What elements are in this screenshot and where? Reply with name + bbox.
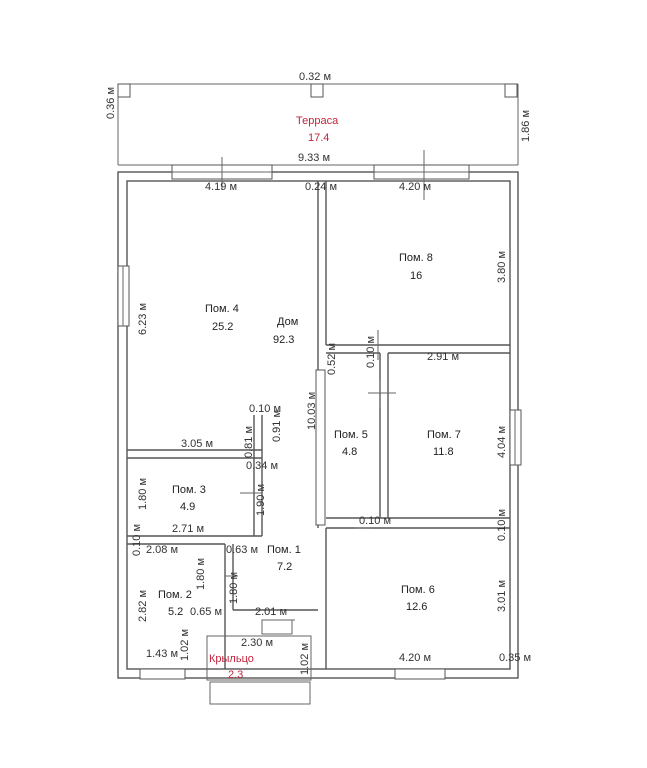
dim-d180a: 1.80 м <box>195 558 207 590</box>
room-area: 7.2 <box>277 561 292 573</box>
dim-room6-bottom: 4.20 м <box>399 652 431 664</box>
dim-room1-bottom: 2.01 м <box>255 606 287 618</box>
room-title: Пом. 8 <box>399 252 433 264</box>
dim-room6-right: 3.01 м <box>496 580 508 612</box>
dim-room7-right: 4.04 м <box>496 426 508 458</box>
porch <box>206 619 312 705</box>
terrace-area: 17.4 <box>308 132 329 144</box>
dim-d065: 0.65 м <box>190 606 222 618</box>
room-title: Пом. 6 <box>401 584 435 596</box>
dim-d010e: 0.10 м <box>496 509 508 541</box>
dim-d081: 0.81 м <box>243 426 255 458</box>
dim-room4-bottom: 3.05 м <box>181 438 213 450</box>
room-title: Пом. 5 <box>334 429 368 441</box>
porch-area: 2.3 <box>228 669 243 681</box>
dim-terrace-top: 0.32 м <box>299 71 331 83</box>
dim-porch-width: 2.30 м <box>241 637 273 649</box>
dim-porch-height: 1.02 м <box>299 643 311 675</box>
dim-room4-top: 4.19 м <box>205 181 237 193</box>
terrace-post <box>310 83 324 98</box>
terrace-title: Терраса <box>296 115 339 127</box>
room-area: 11.8 <box>433 446 454 458</box>
house-title: Дом <box>277 316 298 328</box>
room-title: Пом. 3 <box>172 484 206 496</box>
dim-room3-bottom: 2.71 м <box>172 523 204 535</box>
dim-room8-right: 3.80 м <box>496 251 508 283</box>
room-area: 12.6 <box>406 601 427 613</box>
dim-d180b: 1.80 м <box>228 572 240 604</box>
room-area: 16 <box>410 270 422 282</box>
dim-terrace-right: 1.86 м <box>520 110 532 142</box>
dim-d010c: 0.10 м <box>131 524 143 556</box>
porch-title: Крыльцо <box>209 653 254 665</box>
room-title: Пом. 4 <box>205 303 239 315</box>
dim-house-depth: 10.03 м <box>306 392 318 430</box>
house-area: 92.3 <box>273 334 294 346</box>
dim-room3-right: 1.90 м <box>255 484 267 516</box>
room-area: 4.9 <box>180 501 195 513</box>
terrace-post <box>504 83 518 98</box>
dim-d010d: 0.10 м <box>359 515 391 527</box>
room-title: Пом. 1 <box>267 544 301 556</box>
room-area: 4.8 <box>342 446 357 458</box>
window <box>315 369 326 526</box>
dim-d010a: 0.10 м <box>365 336 377 368</box>
dim-room4-left: 6.23 м <box>137 303 149 335</box>
dim-room8-top: 4.20 м <box>399 181 431 193</box>
window <box>394 668 446 680</box>
room-area: 25.2 <box>212 321 233 333</box>
dim-terrace-left: 0.36 м <box>105 87 117 119</box>
dim-d102: 1.02 м <box>179 629 191 661</box>
dim-d091: 0.91 м <box>271 410 283 442</box>
dim-terrace-bottom: 9.33 м <box>298 152 330 164</box>
dim-d035: 0.35 м <box>499 652 531 664</box>
dim-room2-left: 2.82 м <box>137 590 149 622</box>
window <box>139 668 186 680</box>
dim-wall-gap: 0.24 м <box>305 181 337 193</box>
room-title: Пом. 7 <box>427 429 461 441</box>
dim-room7-top: 2.91 м <box>427 351 459 363</box>
dim-d143: 1.43 м <box>146 648 178 660</box>
room-area: 5.2 <box>168 606 183 618</box>
dim-d052: 0.52 м <box>326 343 338 375</box>
dim-d010b: 0.10 м <box>249 403 281 415</box>
dim-d063: 0.63 м <box>226 544 258 556</box>
dim-room2-top: 2.08 м <box>146 544 178 556</box>
dim-d034: 0.34 м <box>246 460 278 472</box>
dim-room3-left: 1.80 м <box>137 478 149 510</box>
terrace-post <box>117 83 131 98</box>
room-title: Пом. 2 <box>158 589 192 601</box>
windows <box>117 164 522 680</box>
